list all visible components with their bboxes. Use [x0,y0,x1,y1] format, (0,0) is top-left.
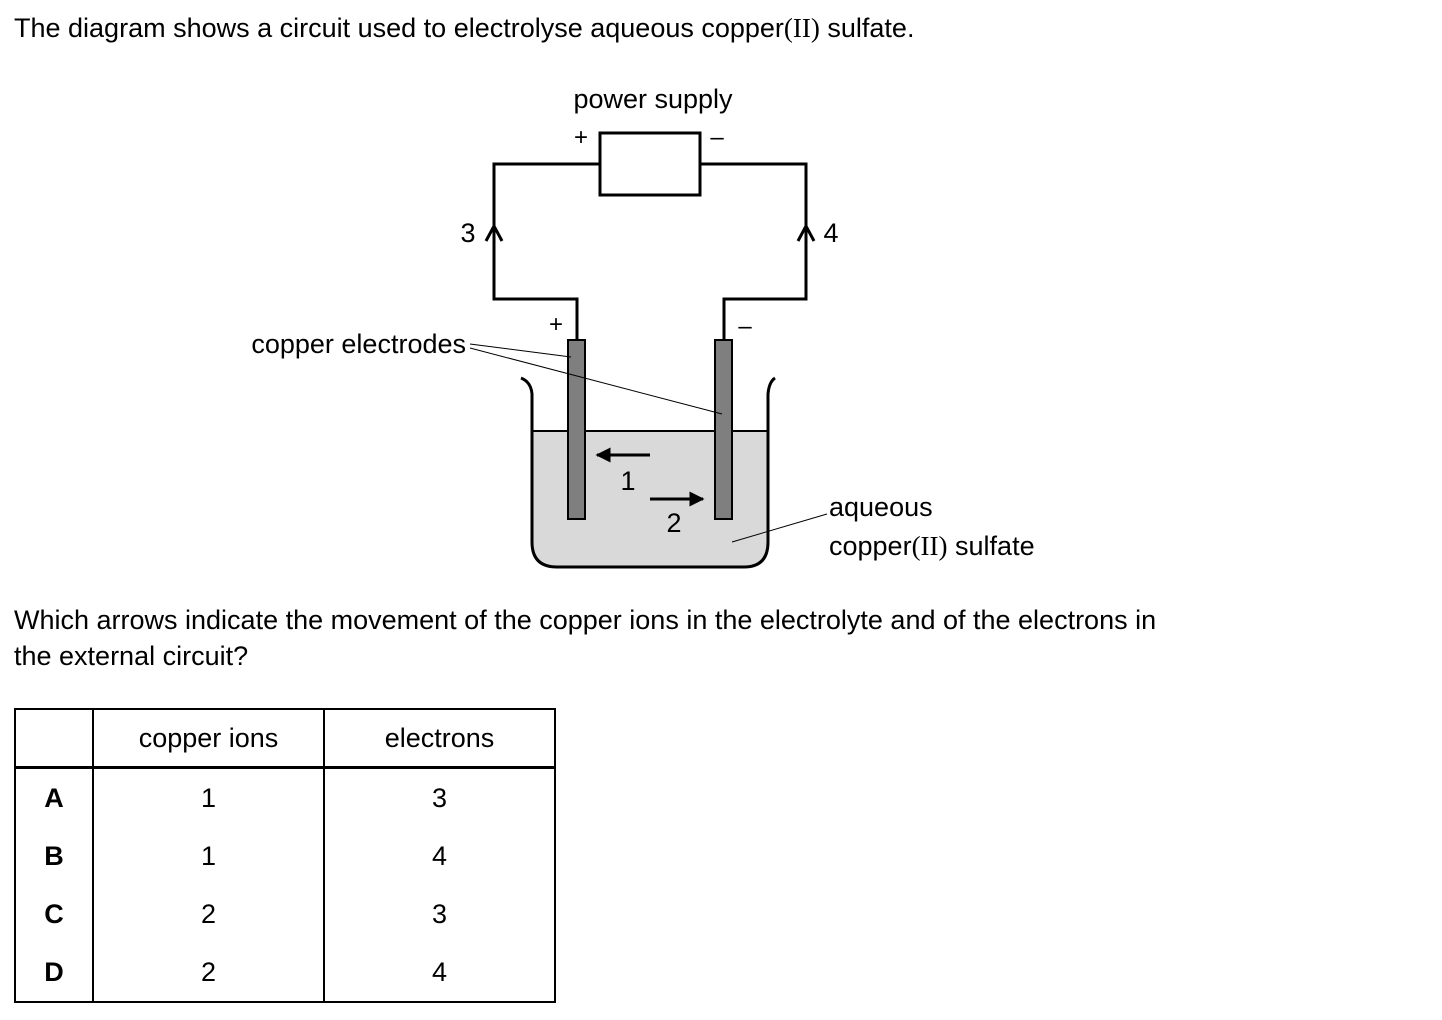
electrode-plus-label: + [549,311,563,338]
copper-ions-cell: 1 [92,827,325,885]
question-intro: The diagram shows a circuit used to elec… [14,11,914,46]
answer-table: copper ions electrons A 1 3 B 1 4 C 2 3 … [14,708,556,1003]
left-wire [492,162,600,340]
anode-electrode [567,339,586,520]
cathode-electrode [714,339,733,520]
copper-ions-cell: 2 [92,943,325,1003]
copper-ions-cell: 2 [92,885,325,943]
arrow-1-label: 1 [620,466,635,496]
electrodes-label: copper electrodes [251,329,466,359]
question-intro-roman: (II) [783,13,820,43]
question-intro-end: sulfate. [819,13,915,43]
arrow-2-label: 2 [666,508,681,538]
right-wire [700,162,808,340]
arrow-3-mark [484,222,504,242]
electrolyte-label-sulfate: sulfate [948,531,1035,561]
table-row[interactable]: A 1 3 [14,767,556,827]
option-letter: A [14,767,94,827]
arrow-3-label: 3 [460,218,475,248]
arrow-4-label: 4 [823,218,838,248]
electrolyte-label-line1: aqueous [829,492,933,522]
table-row[interactable]: D 2 4 [14,943,556,1003]
header-electrons: electrons [323,708,556,769]
supply-plus-label: + [574,124,588,151]
question-intro-text: The diagram shows a circuit used to elec… [14,13,784,43]
power-supply-label: power supply [573,84,733,114]
electrolyte-leader [731,513,828,543]
copper-ions-cell: 1 [92,767,325,827]
beaker [520,376,776,569]
table-header-row: copper ions electrons [14,708,556,769]
electrolysis-diagram: power supply + – + – copper electrodes 3… [251,84,1035,569]
option-letter: C [14,885,94,943]
electrons-cell: 3 [323,885,556,943]
electrolyte-label-copper: copper [829,531,912,561]
question-prompt-line1: Which arrows indicate the movement of th… [14,605,1157,635]
electrode-leader-left [469,343,572,358]
option-letter: B [14,827,94,885]
electrons-cell: 4 [323,943,556,1003]
electrons-cell: 4 [323,827,556,885]
electrolyte-label-roman: (II) [912,531,948,561]
power-supply-box [598,131,702,197]
electrode-minus-label: – [738,313,752,340]
electrode-leader-right [469,347,723,415]
table-row[interactable]: B 1 4 [14,827,556,885]
header-option [14,708,94,769]
question-prompt-line2: the external circuit? [14,641,249,671]
supply-minus-label: – [710,124,724,151]
table-row[interactable]: C 2 3 [14,885,556,943]
arrow-4-mark [796,222,816,242]
header-copper-ions: copper ions [92,708,325,769]
electrolyte-label-line2: copper(II) sulfate [829,531,1035,561]
electrons-cell: 3 [323,767,556,827]
option-letter: D [14,943,94,1003]
